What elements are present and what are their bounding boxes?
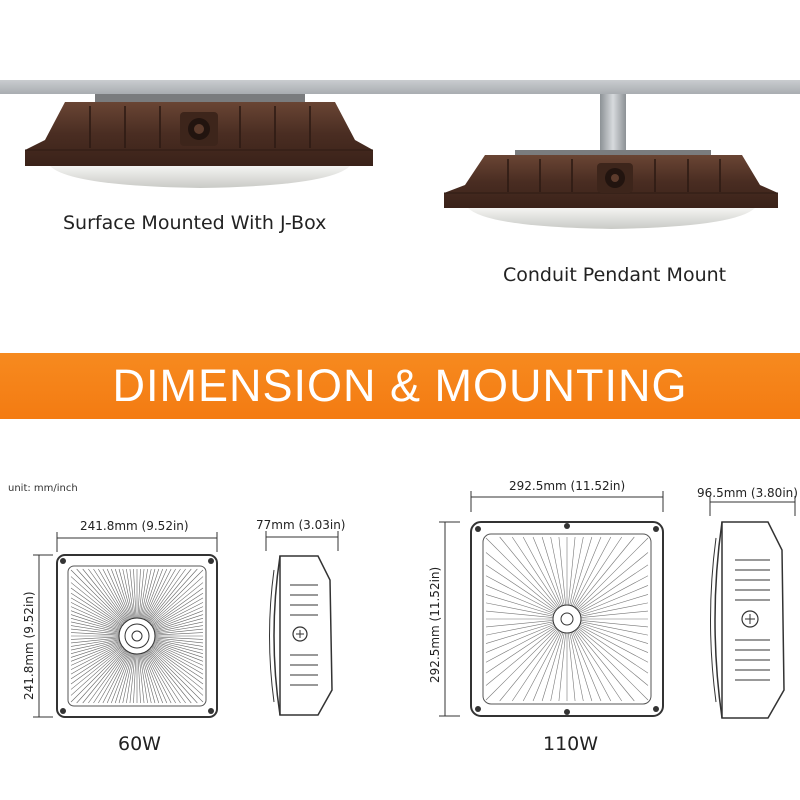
section-banner (0, 353, 800, 419)
surface-mounted-fixture-image (25, 94, 373, 188)
front-width-110w-label: 292.5mm (11.52in) (509, 479, 626, 493)
wattage-110w-label: 110W (543, 733, 599, 755)
banner-title: DIMENSION & MOUNTING (112, 360, 688, 411)
unit-note: unit: mm/inch (8, 483, 78, 494)
ceiling-surface (0, 80, 800, 94)
side-depth-110w-label: 96.5mm (3.80in) (697, 486, 798, 500)
pendant-mount-caption: Conduit Pendant Mount (503, 264, 727, 286)
front-width-60w-label: 241.8mm (9.52in) (80, 519, 189, 533)
pendant-mounted-fixture-image (444, 94, 778, 229)
side-depth-60w-label: 77mm (3.03in) (256, 518, 346, 532)
wattage-60w-label: 60W (118, 733, 161, 755)
surface-mount-caption: Surface Mounted With J-Box (63, 212, 327, 234)
